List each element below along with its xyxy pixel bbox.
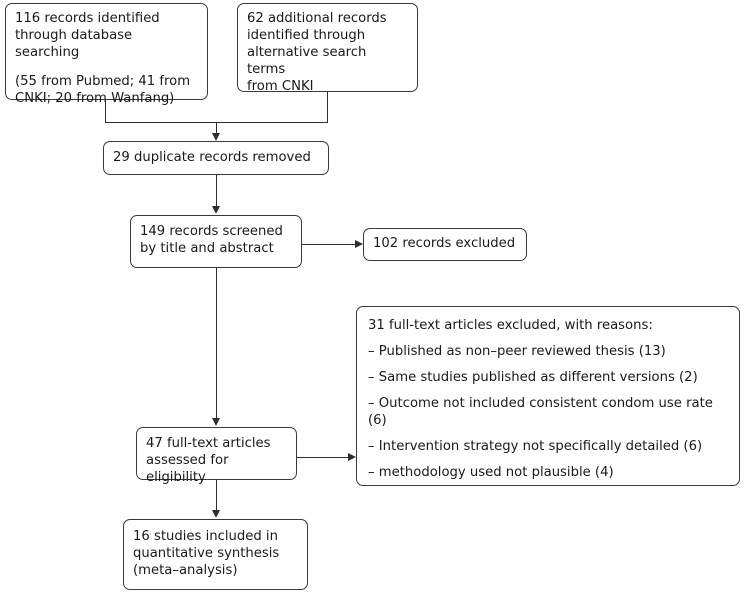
box-records-screened: 149 records screened by title and abstra… <box>130 215 302 268</box>
fulltext-excluded-reason-4: – Intervention strategy not specifically… <box>368 439 703 454</box>
fulltext-excluded-reason-1: – Published as non–peer reviewed thesis … <box>368 344 666 359</box>
additional-records-identified-text: 62 additional records identified through… <box>247 11 387 94</box>
records-screened-text: 149 records screened by title and abstra… <box>140 224 283 256</box>
fulltext-excluded-reason-2: – Same studies published as different ve… <box>368 370 698 385</box>
connector-screened-to-excluded <box>302 244 357 245</box>
connector-merge-to-duplicates <box>216 122 217 135</box>
connector-fulltext-to-included <box>216 480 217 511</box>
records-excluded-text: 102 records excluded <box>373 236 516 251</box>
arrowhead-to-excluded-reasons <box>348 452 356 461</box>
arrowhead-to-records-excluded <box>355 239 363 248</box>
records-identified-database-sources: (55 from Pubmed; 41 from CNKI; 20 from W… <box>15 74 191 106</box>
duplicate-records-removed-text: 29 duplicate records removed <box>113 150 311 165</box>
connector-left-source-drop <box>105 100 106 122</box>
arrowhead-to-fulltext-assessed <box>211 418 220 426</box>
box-additional-records-identified: 62 additional records identified through… <box>237 3 418 94</box>
fulltext-excluded-heading: 31 full-text articles excluded, with rea… <box>368 318 653 333</box>
box-fulltext-excluded-reasons: 31 full-text articles excluded, with rea… <box>356 306 740 486</box>
arrowhead-to-studies-included <box>211 510 220 518</box>
connector-screened-to-fulltext <box>216 268 217 419</box>
fulltext-excluded-reason-3: – Outcome not included consistent condom… <box>368 396 713 428</box>
records-identified-database-text: 116 records identified through database … <box>15 11 160 60</box>
box-records-excluded: 102 records excluded <box>363 228 527 261</box>
arrowhead-to-duplicates <box>211 133 220 141</box>
box-fulltext-assessed: 47 full-text articles assessed for eligi… <box>136 427 297 485</box>
arrowhead-to-screened <box>211 206 220 214</box>
connector-duplicates-to-screened <box>216 175 217 207</box>
fulltext-assessed-text: 47 full-text articles assessed for eligi… <box>146 436 271 485</box>
connector-fulltext-to-excluded-reasons <box>297 457 350 458</box>
fulltext-excluded-reason-5: – methodology used not plausible (4) <box>368 465 614 480</box>
box-studies-included: 16 studies included in quantitative synt… <box>123 519 308 590</box>
box-duplicate-records-removed: 29 duplicate records removed <box>103 141 329 175</box>
box-records-identified-database: 116 records identified through database … <box>5 3 208 106</box>
connector-right-source-drop <box>327 92 328 122</box>
studies-included-text: 16 studies included in quantitative synt… <box>133 529 280 578</box>
